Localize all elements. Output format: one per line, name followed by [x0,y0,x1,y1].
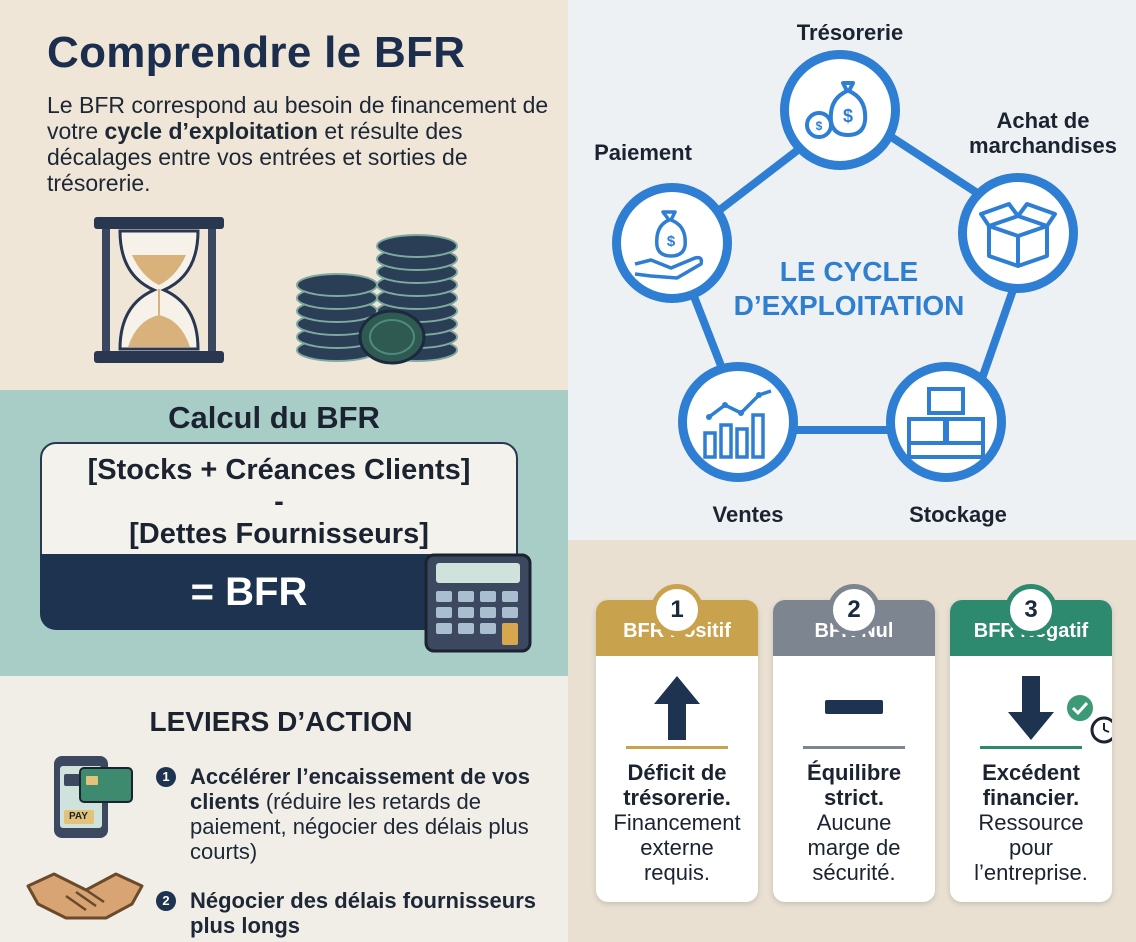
stacked-boxes-icon [907,387,985,459]
card-text-bold: Déficit de [627,760,727,785]
card-text-bold: trésorerie. [623,785,731,810]
minus-icon [825,700,883,714]
lever-number: 2 [156,891,176,911]
card-bfr-positif: BFR Positif 1 Déficit de trésorerie. Fin… [596,584,758,902]
intro-text-part: Le BFR correspond au besoin de financeme… [47,92,549,144]
card-text-line: marge de [807,835,901,860]
card-text-bold: strict. [824,785,884,810]
handshake-icon [26,872,144,920]
formula-operator: - [274,486,284,518]
cycle-label-ventes: Ventes [712,502,784,527]
card-bfr-nul: BFR Nul 2 Équilibre strict. Aucune marge… [773,584,935,902]
card-text-bold: Équilibre [806,760,902,785]
lever-text: Accélérer l’encaissement de vos clients … [190,764,550,864]
card-text-bold: financier. [982,785,1080,810]
card-text-line: sécurité. [812,860,896,885]
cycle-node-achat [958,173,1078,293]
cycle-label-tresorerie: Trésorerie [796,20,904,45]
card-text-line: externe [640,835,714,860]
card-text-line: Financement [613,810,741,835]
calc-title: Calcul du BFR [168,400,380,435]
open-box-icon [979,202,1057,268]
cycle-node-tresorerie: $ $ [780,50,900,170]
cycle-center-title: LE CYCLE D’EXPLOITATION [568,255,1136,323]
lever-text: Négocier des délais fournisseurs plus lo… [190,888,550,938]
cycle-section: LE CYCLE D’EXPLOITATION $ $ Trésorerie A… [568,0,1136,540]
page-title: Comprendre le BFR [47,28,466,77]
cycle-label-stockage: Stockage [909,502,1007,527]
card-bfr-negatif: BFR Négatif 3 Excédent financier. Ressou… [950,584,1112,902]
cycle-node-stockage [886,362,1006,482]
arrow-up-icon [654,676,700,740]
pay-label: PAY [69,811,88,822]
card-number: 1 [651,584,703,636]
cycle-center-line: D’EXPLOITATION [733,290,965,321]
lever-number: 1 [156,767,176,787]
cycle-label-line: Achat de [996,108,1090,133]
card-text-line: l’entreprise. [974,860,1088,885]
intro-section: Comprendre le BFR Le BFR correspond au b… [0,0,568,390]
card-divider [980,746,1082,749]
lever-text-detail: (réduire les retards de paiement, négoci… [190,789,529,864]
card-text-line: Aucune [816,810,892,835]
card-divider [803,746,905,749]
lever-text-bold: Négocier des délais fournisseurs plus lo… [190,888,537,938]
coins-stack-icon [296,234,458,365]
cycle-node-paiement: $ [612,183,732,303]
card-description: Déficit de trésorerie. Financement exter… [596,760,758,885]
lever-item-2: 2 Négocier des délais fournisseurs plus … [156,888,550,938]
formula-line-2: [Dettes Fournisseurs] [129,518,429,550]
levers-title: LEVIERS D’ACTION [149,706,413,737]
cycle-label-achat: Achat de marchandises [958,108,1128,158]
cycle-center-line: LE CYCLE [779,256,919,287]
calc-section: Calcul du BFR [Stocks + Créances Clients… [0,390,568,676]
cycle-label-paiement: Paiement [594,140,692,165]
lever-text-bold: Accélérer l’encaissement de vos clients [190,764,530,814]
card-text-line: pour [1008,835,1054,860]
left-column: Comprendre le BFR Le BFR correspond au b… [0,0,568,942]
intro-text-bold: cycle d’exploitation [104,118,318,144]
hourglass-icon [94,217,224,363]
phone-card-pay-icon [54,756,133,838]
intro-text-part: et résulte des décalages entre vos entré… [47,118,468,196]
card-text-line: requis. [643,860,711,885]
card-description: Excédent financier. Ressource pour l’ent… [950,760,1112,885]
bar-chart-growth-icon [703,389,772,459]
card-divider [626,746,728,749]
bfr-types-section: BFR Positif 1 Déficit de trésorerie. Fin… [568,540,1136,942]
card-description: Équilibre strict. Aucune marge de sécuri… [773,760,935,885]
card-number: 3 [1005,584,1057,636]
hand-money-bag-icon: $ [634,210,704,280]
formula-line-1: [Stocks + Créances Clients] [87,454,471,486]
svg-text:$: $ [667,233,676,250]
cycle-label-line: marchandises [969,133,1117,158]
lever-item-1: 1 Accélérer l’encaissement de vos client… [156,764,550,864]
svg-text:$: $ [816,119,823,133]
calculator-icon [424,553,532,653]
card-text-bold: Excédent [982,760,1080,785]
card-number: 2 [828,584,880,636]
card-text-line: Ressource [978,810,1084,835]
intro-text: Le BFR correspond au besoin de financeme… [47,92,557,196]
levers-section: LEVIERS D’ACTION PAY 1 Accélérer l’encai… [0,676,568,942]
money-bag-coins-icon: $ $ [805,81,868,139]
arrow-down-check-icon [1008,676,1112,744]
svg-text:$: $ [843,106,853,126]
cycle-node-ventes [678,362,798,482]
